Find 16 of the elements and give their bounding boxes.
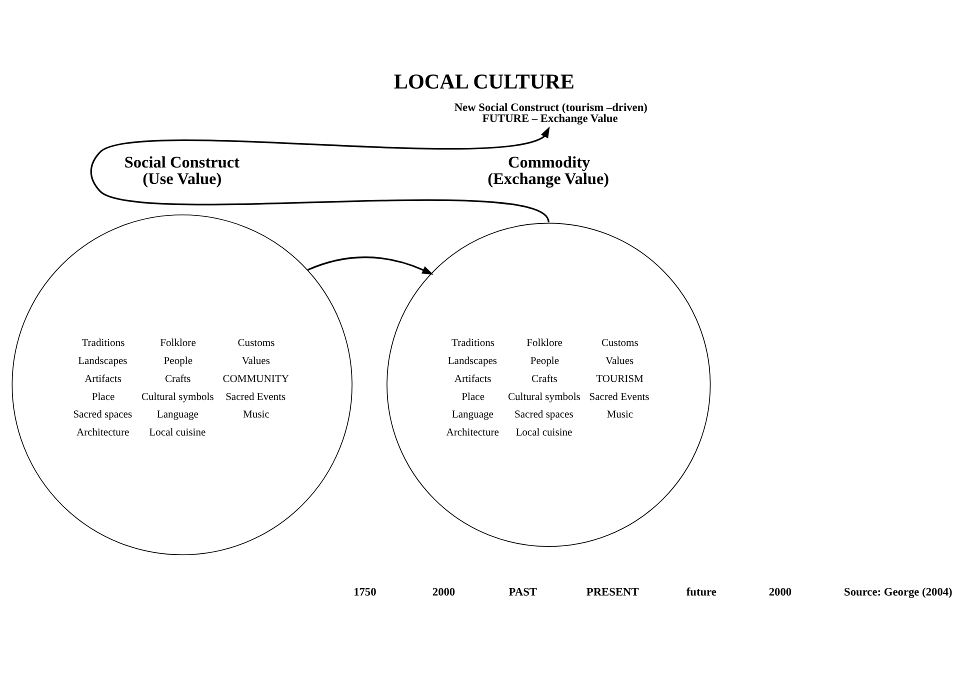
diagram-title: LOCAL CULTURE	[394, 69, 574, 94]
arrow	[307, 256, 434, 274]
node-circle: Traditions Folklore Customs Landscapes People Values Artifacts Crafts COMMUNITY Place Cultural symbols Sacred Events Sacred spaces Language Music Architecture Local cuisine	[12, 214, 352, 555]
node-text: New Social Construct (tourism –driven) FUTURE – Exchange Value	[454, 101, 648, 125]
label: 2000	[768, 586, 792, 598]
label: 2000	[432, 586, 456, 598]
node-circle: Traditions Folklore Customs Landscapes People Values Artifacts Crafts TOURISM Place Cultural symbols Sacred Events Language Sacred spaces Music Architecture Local cuisine	[386, 222, 711, 546]
label: PAST	[508, 586, 538, 598]
node-label: (Use Value)	[142, 169, 222, 188]
node-label: Commodity	[508, 153, 590, 172]
label: PRESENT	[586, 586, 639, 598]
label: Source: George (2004)	[844, 586, 952, 598]
label: future	[686, 586, 716, 598]
node-label: Social Construct	[124, 153, 240, 172]
arrow	[90, 126, 550, 222]
label: 1750	[354, 586, 376, 598]
